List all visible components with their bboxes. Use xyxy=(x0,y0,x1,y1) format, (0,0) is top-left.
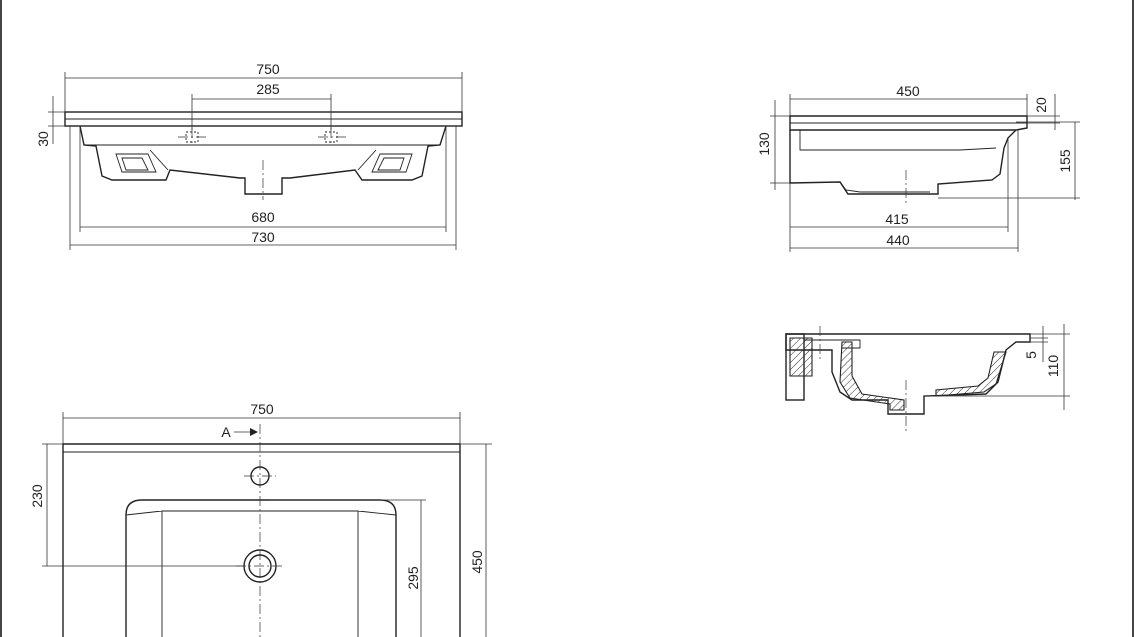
dim-side-450: 450 xyxy=(896,83,920,99)
plan-view: A 750 230 295 450 xyxy=(29,401,492,637)
dim-side-415: 415 xyxy=(885,211,909,227)
dim-side-20: 20 xyxy=(1033,97,1049,113)
section-hatch-front xyxy=(935,351,1007,397)
plan-bowl-outer xyxy=(125,499,397,637)
section-hatch-bowl xyxy=(839,341,905,411)
front-right-support xyxy=(371,153,413,173)
dim-plan-750: 750 xyxy=(250,401,274,417)
dim-plan-295: 295 xyxy=(405,566,421,590)
side-body xyxy=(789,129,1017,195)
dim-plan-230: 230 xyxy=(29,484,45,508)
dim-side-155: 155 xyxy=(1057,149,1073,173)
plan-bowl-inner xyxy=(125,510,397,637)
front-left-support xyxy=(115,153,157,173)
plan-outline xyxy=(62,443,461,637)
front-body xyxy=(79,125,447,195)
section-marker-arrow xyxy=(250,428,258,436)
dim-front-750: 750 xyxy=(256,61,280,77)
dim-front-30: 30 xyxy=(35,131,51,147)
side-view: 450 20 130 155 415 440 xyxy=(756,83,1080,252)
section-hatch-wall xyxy=(789,337,813,377)
dim-front-680: 680 xyxy=(251,209,275,225)
section-view: 5 110 xyxy=(785,324,1070,432)
front-tap-hole-right xyxy=(318,128,346,146)
section-marker-label: A xyxy=(221,424,231,440)
front-tap-hole-left xyxy=(178,128,206,146)
front-view: 750 285 30 680 730 xyxy=(35,61,463,250)
dim-plan-450: 450 xyxy=(469,550,485,574)
dim-front-730: 730 xyxy=(251,229,275,245)
dim-front-285: 285 xyxy=(256,81,280,97)
dim-section-5: 5 xyxy=(1023,351,1039,359)
side-rim xyxy=(789,115,1028,131)
dim-section-110: 110 xyxy=(1045,355,1061,378)
dim-side-440: 440 xyxy=(886,232,910,248)
dim-side-130: 130 xyxy=(756,132,772,156)
